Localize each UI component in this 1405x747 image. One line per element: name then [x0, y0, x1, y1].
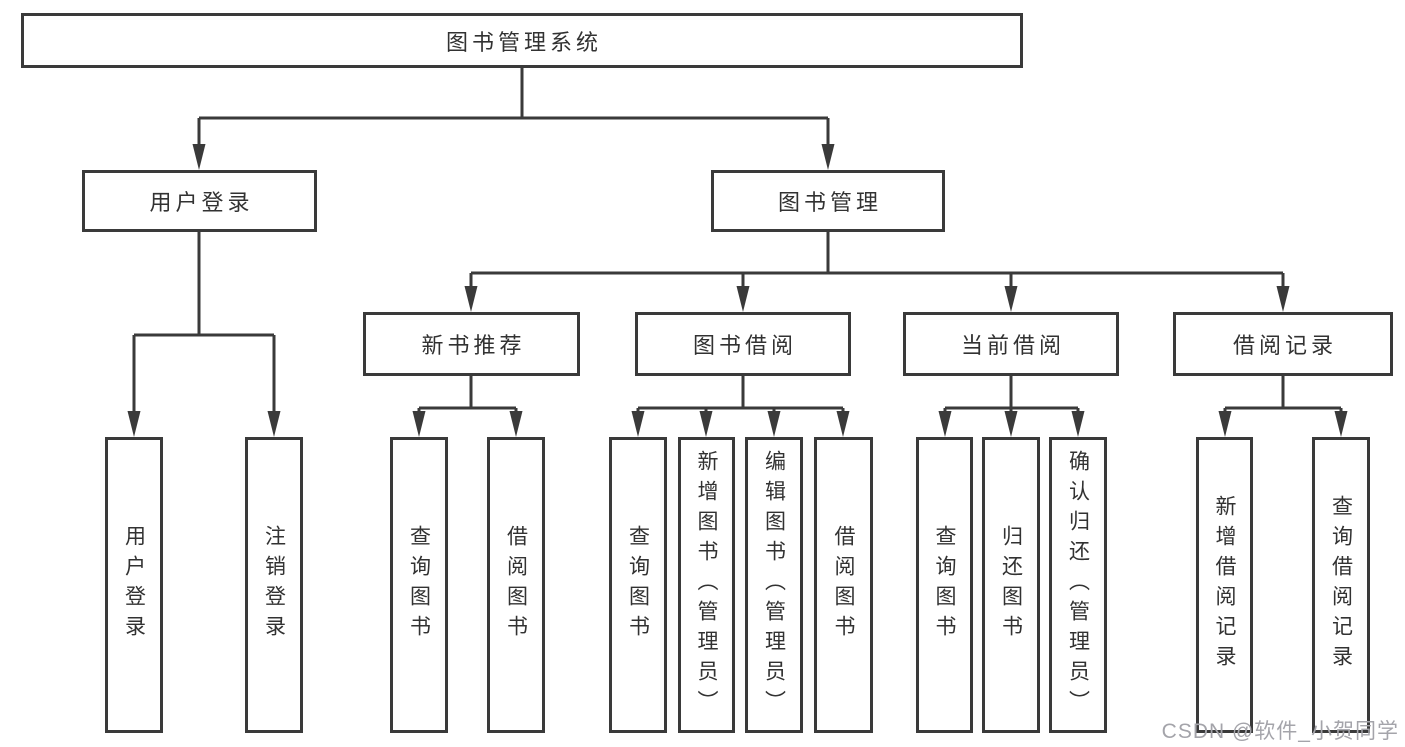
arrowhead-icon: [464, 286, 478, 312]
arrowhead-icon: [192, 144, 206, 170]
node-label-leaf-user-login: 用户登录: [122, 525, 146, 645]
node-leaf-borrow-book-2: 借阅图书: [814, 437, 873, 733]
node-new-book-recommend: 新书推荐: [363, 312, 580, 376]
node-leaf-add-borrow-record: 新增借阅记录: [1196, 437, 1253, 733]
node-label-user-login: 用户登录: [149, 190, 254, 215]
node-label-leaf-logout: 注销登录: [262, 525, 286, 645]
node-leaf-return-book: 归还图书: [982, 437, 1040, 733]
node-label-leaf-query-book-2: 查询图书: [626, 525, 650, 645]
node-label-borrowing-records: 借阅记录: [1232, 333, 1337, 358]
arrowhead-icon: [631, 411, 645, 437]
node-label-leaf-add-book-admin: 新增图书（管理员）: [695, 450, 718, 720]
node-root: 图书管理系统: [21, 13, 1023, 68]
node-label-root: 图书管理系统: [445, 29, 602, 55]
node-leaf-query-book-1: 查询图书: [390, 437, 448, 733]
arrowhead-icon: [412, 411, 426, 437]
arrowhead-icon: [1334, 411, 1348, 437]
node-book-borrowing: 图书借阅: [635, 312, 851, 376]
node-borrowing-records: 借阅记录: [1173, 312, 1393, 376]
node-leaf-logout: 注销登录: [245, 437, 303, 733]
node-label-leaf-add-borrow-record: 新增借阅记录: [1213, 495, 1236, 675]
node-user-login: 用户登录: [82, 170, 317, 232]
arrowhead-icon: [699, 411, 713, 437]
node-label-leaf-borrow-book-1: 借阅图书: [504, 525, 528, 645]
arrowhead-icon: [1071, 411, 1085, 437]
node-label-book-management: 图书管理: [777, 190, 882, 215]
node-leaf-edit-book-admin: 编辑图书（管理员）: [745, 437, 803, 733]
arrowhead-icon: [938, 411, 952, 437]
arrowhead-icon: [1004, 286, 1018, 312]
node-leaf-query-book-2: 查询图书: [609, 437, 667, 733]
node-label-leaf-edit-book-admin: 编辑图书（管理员）: [762, 450, 786, 720]
node-leaf-user-login: 用户登录: [105, 437, 163, 733]
node-label-leaf-confirm-return-admin: 确认归还（管理员）: [1066, 450, 1090, 720]
arrowhead-icon: [267, 411, 281, 437]
node-label-leaf-return-book: 归还图书: [999, 525, 1023, 645]
node-label-leaf-query-book-3: 查询图书: [933, 525, 956, 645]
csdn-watermark: CSDN @软件_小贺同学: [1161, 720, 1399, 743]
node-leaf-query-borrow-record: 查询借阅记录: [1312, 437, 1370, 733]
arrowhead-icon: [509, 411, 523, 437]
arrowhead-icon: [127, 411, 141, 437]
node-label-new-book-recommend: 新书推荐: [421, 333, 526, 358]
node-leaf-add-book-admin: 新增图书（管理员）: [678, 437, 735, 733]
node-leaf-query-book-3: 查询图书: [916, 437, 973, 733]
node-label-current-borrowing: 当前借阅: [960, 333, 1065, 358]
node-book-management: 图书管理: [711, 170, 945, 232]
arrowhead-icon: [736, 286, 750, 312]
arrowhead-icon: [1218, 411, 1232, 437]
arrowhead-icon: [1276, 286, 1290, 312]
node-leaf-confirm-return-admin: 确认归还（管理员）: [1049, 437, 1107, 733]
arrowhead-icon: [836, 411, 850, 437]
node-label-leaf-query-borrow-record: 查询借阅记录: [1329, 495, 1353, 675]
arrowhead-icon: [821, 144, 835, 170]
arrowhead-icon: [767, 411, 781, 437]
node-label-book-borrowing: 图书借阅: [692, 333, 797, 358]
node-leaf-borrow-book-1: 借阅图书: [487, 437, 545, 733]
node-current-borrowing: 当前借阅: [903, 312, 1119, 376]
node-label-leaf-borrow-book-2: 借阅图书: [832, 525, 855, 645]
arrowhead-icon: [1004, 411, 1018, 437]
node-label-leaf-query-book-1: 查询图书: [407, 525, 431, 645]
